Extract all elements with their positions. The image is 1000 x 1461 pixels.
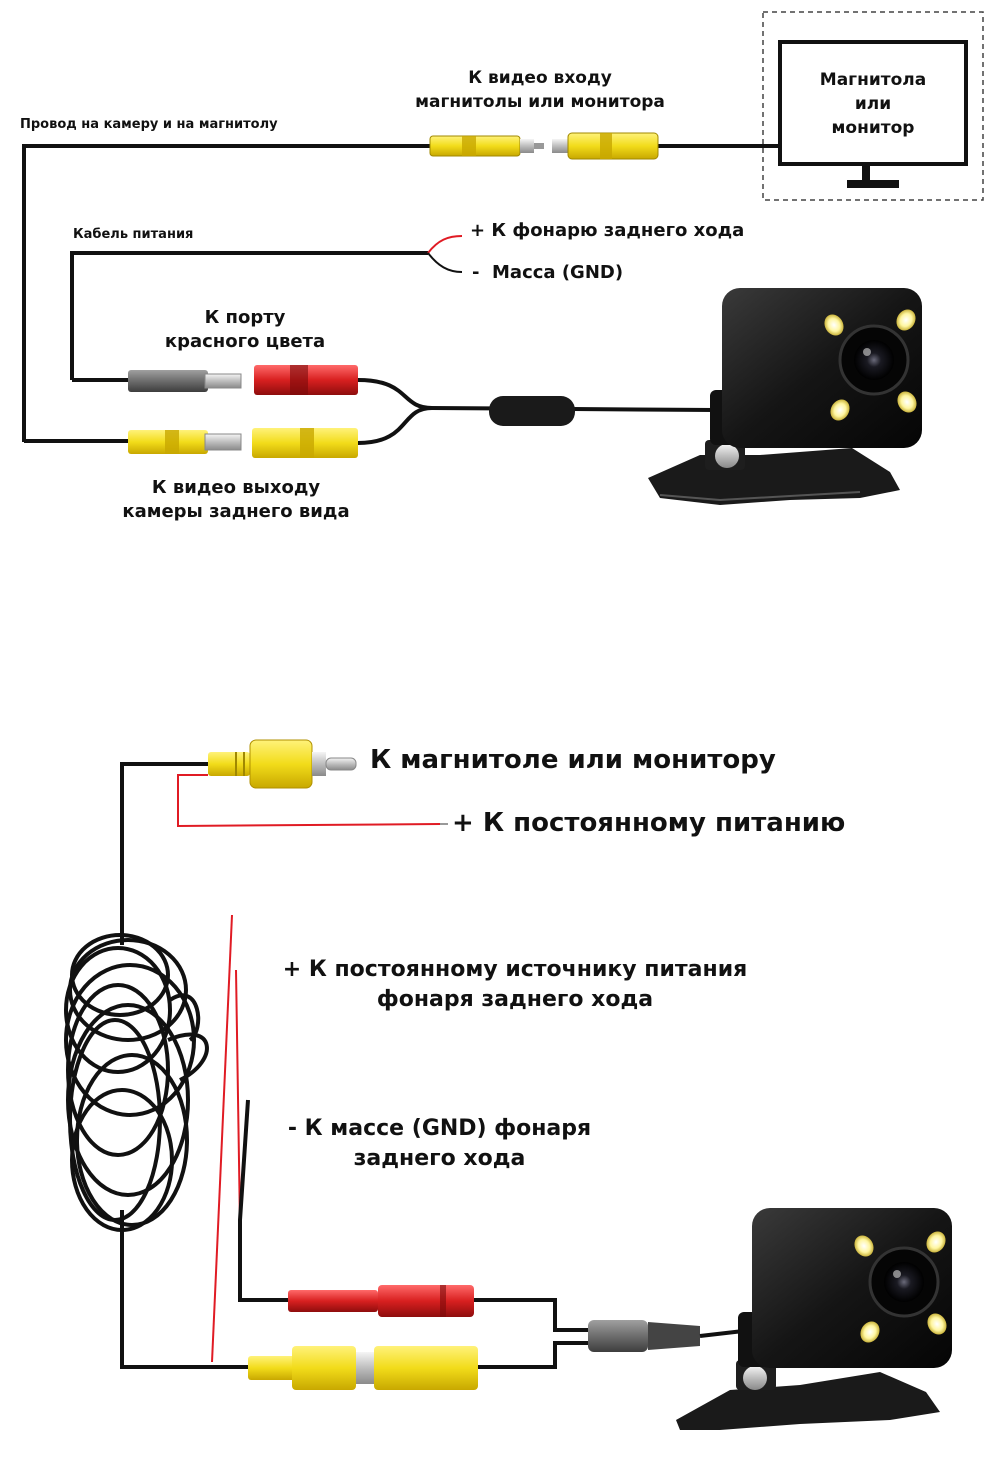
split-cable-red	[357, 378, 433, 410]
reverse-power-label: + К постоянному источнику питания фонаря…	[250, 955, 780, 1015]
cable-junction	[489, 396, 575, 426]
reverse-power-wire	[211, 914, 233, 1363]
reverse-ground-label-line1: - К массе (GND) фонаря	[287, 1116, 592, 1141]
reverse-power-wire-2	[235, 969, 241, 1226]
monitor-stand	[862, 165, 870, 181]
monitor-label: Магнитола или монитор	[788, 68, 958, 140]
red-port-label-line1: К порту	[204, 307, 286, 328]
video-input-label: К видео входу магнитолы или монитора	[380, 66, 700, 114]
bottom-red-to-cam	[474, 1298, 590, 1332]
camera-top	[648, 288, 922, 505]
camera-wire-label: Провод на камеру и на магнитолу	[20, 117, 278, 132]
video-output-label-line2: камеры заднего вида	[122, 501, 350, 522]
monitor-base	[847, 180, 899, 188]
rca-video-female-top	[552, 132, 659, 160]
camera-bottom	[676, 1208, 952, 1430]
split-cable-yellow	[357, 406, 433, 445]
rca-bottom-red	[288, 1285, 474, 1317]
rca-video-out-female	[252, 428, 358, 458]
video-output-label-line1: К видео выходу	[151, 477, 321, 498]
reverse-ground-label-line2: заднего хода	[353, 1146, 526, 1171]
monitor-label-line2: или	[854, 94, 892, 114]
ground-label: - Масса (GND)	[472, 262, 624, 283]
red-port-label-line2: красного цвета	[164, 331, 326, 352]
rca-video-out-male	[128, 430, 242, 454]
coiled-cable	[64, 933, 209, 1232]
reverse-power-label-line2: фонаря заднего хода	[376, 987, 654, 1012]
video-input-label-line2: магнитолы или монитора	[415, 92, 665, 112]
power-wire-red	[427, 235, 463, 254]
bottom-video-cable-top	[120, 762, 210, 945]
bottom-cable-junction	[588, 1320, 700, 1352]
monitor-label-line3: монитор	[831, 118, 915, 138]
rca-bottom-yellow	[248, 1346, 478, 1390]
power-cable	[70, 251, 428, 380]
power-cable-label: Кабель питания	[73, 227, 194, 242]
monitor-screen	[778, 40, 968, 166]
constant-power-wire	[177, 774, 441, 828]
red-port-label: К порту красного цвета	[140, 306, 350, 354]
reverse-power-label-line1: + К постоянному источнику питания	[282, 957, 748, 982]
bottom-diagram	[64, 739, 952, 1430]
constant-power-label: + К постоянному питанию	[452, 808, 846, 838]
rca-power-grey	[128, 370, 242, 392]
bottom-yellow-to-cam	[478, 1341, 590, 1369]
power-wire-black	[427, 252, 463, 273]
rca-bottom-top-connector	[208, 739, 357, 789]
rca-video-male-top	[429, 135, 544, 157]
to-headunit-label: К магнитоле или монитору	[370, 745, 776, 775]
video-input-label-line1: К видео входу	[468, 68, 612, 88]
video-output-label: К видео выходу камеры заднего вида	[96, 476, 376, 524]
top-diagram	[22, 11, 984, 505]
bottom-video-cable-bottom	[120, 1210, 250, 1369]
rca-power-red	[254, 365, 358, 395]
reverse-ground-label: - К массе (GND) фонаря заднего хода	[262, 1114, 617, 1174]
monitor-label-line1: Магнитола	[819, 70, 927, 90]
video-wire-top	[22, 144, 430, 442]
reverse-ground-wire	[238, 1099, 290, 1302]
reverse-light-label: + К фонарю заднего хода	[470, 220, 745, 241]
